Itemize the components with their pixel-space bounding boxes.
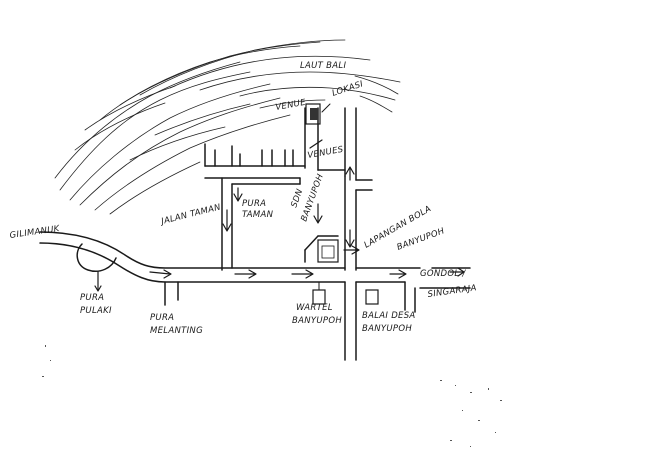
sea-label: LAUT BALI — [300, 61, 346, 71]
pura-pulaki-label-2: PULAKI — [80, 306, 112, 316]
venue-label: VENUE — [275, 98, 307, 113]
central-road — [299, 175, 357, 271]
jalan-taman-road — [221, 177, 301, 271]
wartel-marker — [312, 281, 326, 305]
sdn-banyupoh-block — [304, 235, 339, 263]
pura-pulaki-label-1: PURA — [80, 293, 104, 303]
balai-desa-label-2: BANYUPOH — [362, 324, 412, 334]
pura-melanting-label-2: MELANTING — [150, 326, 203, 336]
gondol-label: GONDOL / — [420, 269, 466, 279]
singaraja-label: SINGARAJA — [427, 283, 477, 300]
pura-melanting-label-1: PURA — [150, 313, 174, 323]
sea-hatching — [54, 39, 401, 215]
balai-desa-marker — [365, 289, 379, 305]
lokasi-marker — [305, 103, 331, 125]
venues-label: VENUES — [307, 145, 345, 161]
pura-taman-label-2: TAMAN — [242, 210, 274, 220]
wartel-label-2: BANYUPOH — [292, 316, 342, 326]
lapangan-label-2: BANYUPOH — [396, 226, 447, 253]
wartel-label-1: WARTEL — [296, 303, 333, 313]
sdn-label-1: SDN — [289, 187, 305, 209]
direction-arrows — [149, 139, 465, 279]
pura-melanting-road — [164, 281, 179, 306]
scan-specks — [42, 345, 502, 447]
balai-desa-label-1: BALAI DESA — [362, 311, 416, 321]
gilimanuk-label: GILIMANUK — [9, 224, 61, 241]
pura-taman-label-1: PURA — [242, 199, 266, 209]
northern-roads — [204, 107, 373, 191]
pura-pulaki-loop — [76, 243, 117, 292]
main-road — [39, 231, 471, 361]
jalan-taman-label: JALAN TAMAN — [158, 202, 222, 227]
